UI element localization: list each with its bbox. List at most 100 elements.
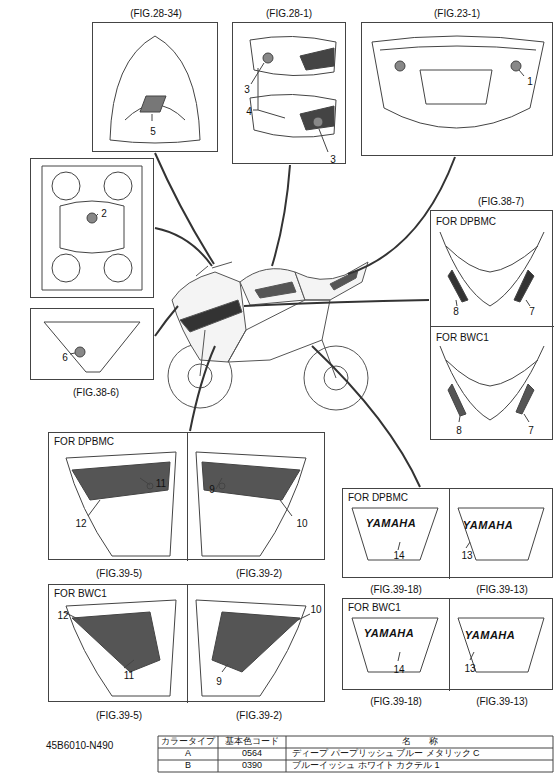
table-cell: B <box>185 761 191 771</box>
front-cowls-stroke <box>440 232 544 306</box>
callout-number: 14 <box>393 550 404 561</box>
table-cell: カラータイプ <box>161 737 215 747</box>
part-panel: FOR BWC11211(FIG.39-5)910(FIG.39-2) <box>48 584 325 702</box>
meter-bracket-stroke <box>104 172 132 200</box>
leader-curves-stroke <box>190 346 215 431</box>
cowl-inner-stroke <box>44 322 140 372</box>
leader-curves <box>155 153 455 487</box>
motorcycle-stroke <box>228 300 330 362</box>
callout-number: (FIG.39-5) <box>96 568 142 579</box>
leader-curves-stroke <box>272 165 290 266</box>
callout-number: YAMAHA <box>465 629 515 641</box>
cowl-inner-stroke <box>75 347 85 357</box>
callout-number: (FIG.38-6) <box>73 387 119 398</box>
callout-number: 14 <box>393 664 404 675</box>
part-panel: 2 <box>30 158 154 298</box>
front-cowls <box>440 232 544 422</box>
front-cowls-stroke <box>514 270 534 302</box>
figure-ref: (FIG.28-1) <box>266 8 312 19</box>
callout-number: (FIG.39-13) <box>476 696 528 707</box>
under-cowls-stroke <box>352 508 438 560</box>
front-cowls-stroke <box>446 360 538 386</box>
part-panel: FOR DPBMCYAMAHA14(FIG.39-18)YAMAHA13(FIG… <box>342 488 553 578</box>
leader-curves-stroke <box>155 306 178 336</box>
tail-cowl-stroke <box>519 70 524 76</box>
callout-number: 12 <box>57 610 68 621</box>
side-covers-stroke <box>263 53 273 63</box>
front-cowls-stroke <box>446 246 538 272</box>
meter-bracket <box>42 166 142 290</box>
meter-bracket-stroke <box>87 213 97 223</box>
callout-number: 8 <box>453 306 459 317</box>
callout-number: YAMAHA <box>364 627 414 639</box>
leader-curves-stroke <box>244 300 429 306</box>
meter-bracket-stroke <box>60 201 124 253</box>
front-cowls-stroke <box>448 384 466 416</box>
part-panel: 6(FIG.38-6) <box>30 308 154 380</box>
callout-number: 13 <box>464 663 475 674</box>
color-table-stroke <box>158 736 553 772</box>
side-fairings-stroke <box>72 462 170 500</box>
part-panel: YAMAHA14(FIG.39-18) <box>343 599 449 691</box>
callout-number: 7 <box>529 306 535 317</box>
tank-cover-stroke <box>140 96 166 112</box>
callout-number: 13 <box>461 550 472 561</box>
side-fairings-stroke <box>66 452 176 556</box>
callout-number: FOR BWC1 <box>348 602 401 613</box>
callout-number: 8 <box>456 425 462 436</box>
tail-cowl <box>372 36 544 128</box>
motorcycle-stroke <box>295 262 368 300</box>
side-fairings-stroke <box>147 483 153 489</box>
side-covers-stroke <box>250 94 336 137</box>
callout-number: FOR DPBMC <box>54 436 114 447</box>
motorcycle-stroke <box>180 300 242 332</box>
tail-cowl-stroke <box>511 61 521 71</box>
leader-curves-stroke <box>155 153 214 264</box>
side-fairings-stroke <box>219 483 225 489</box>
meter-bracket-stroke <box>104 254 132 282</box>
part-panel: (FIG.23-1)1 <box>361 22 553 156</box>
figure-ref: (FIG.38-7) <box>478 196 524 207</box>
table-cell: 0390 <box>242 761 262 771</box>
callout-number: FOR DPBMC <box>436 216 496 227</box>
table-cell: ブルーイッシュ ホワイト カクテル 1 <box>292 761 440 771</box>
under-cowls <box>352 508 544 672</box>
meter-bracket-stroke <box>96 214 98 216</box>
front-cowls-stroke <box>516 384 534 414</box>
callout-number: FOR BWC1 <box>54 588 107 599</box>
callout-number: (FIG.39-5) <box>96 710 142 721</box>
callout-number: 9 <box>209 484 215 495</box>
callout-number: 12 <box>75 518 86 529</box>
part-panel: YAMAHA13(FIG.39-13) <box>449 489 554 579</box>
callout-number: 5 <box>150 126 156 137</box>
table-cell: A <box>185 749 191 759</box>
callout-number: 9 <box>216 676 222 687</box>
under-cowls-stroke <box>398 652 474 661</box>
callout-number: 2 <box>101 208 107 219</box>
callout-number: 10 <box>296 518 307 529</box>
side-covers-stroke <box>300 48 334 70</box>
tail-cowl-stroke <box>380 46 536 50</box>
tail-cowl-stroke <box>420 70 492 104</box>
callout-number: 3 <box>244 84 250 95</box>
part-panel: 1211(FIG.39-5) <box>49 585 187 703</box>
part-panel: FOR DPBMC 8 7 <box>431 211 554 326</box>
callout-number: YAMAHA <box>463 519 513 531</box>
side-fairings-stroke <box>72 612 160 672</box>
table-cell: 0564 <box>242 749 262 759</box>
color-table <box>158 736 553 772</box>
part-panel: (FIG.28-34)5 <box>92 22 218 152</box>
callout-number: (FIG.39-2) <box>236 568 282 579</box>
side-fairings-stroke <box>196 452 306 556</box>
callout-number: FOR DPBMC <box>348 492 408 503</box>
tank-cover-stroke <box>152 114 153 121</box>
cowl-inner <box>44 322 140 372</box>
tank-cover-stroke <box>110 36 200 143</box>
part-panel: FOR BWC1YAMAHA14(FIG.39-18)YAMAHA13(FIG.… <box>342 598 553 690</box>
cowl-inner-stroke <box>70 353 75 354</box>
leader-curves-stroke <box>312 346 420 487</box>
callout-number: YAMAHA <box>366 517 416 529</box>
side-fairings-stroke <box>196 600 306 696</box>
under-cowls-stroke <box>398 542 470 550</box>
meter-bracket-stroke <box>52 254 80 282</box>
